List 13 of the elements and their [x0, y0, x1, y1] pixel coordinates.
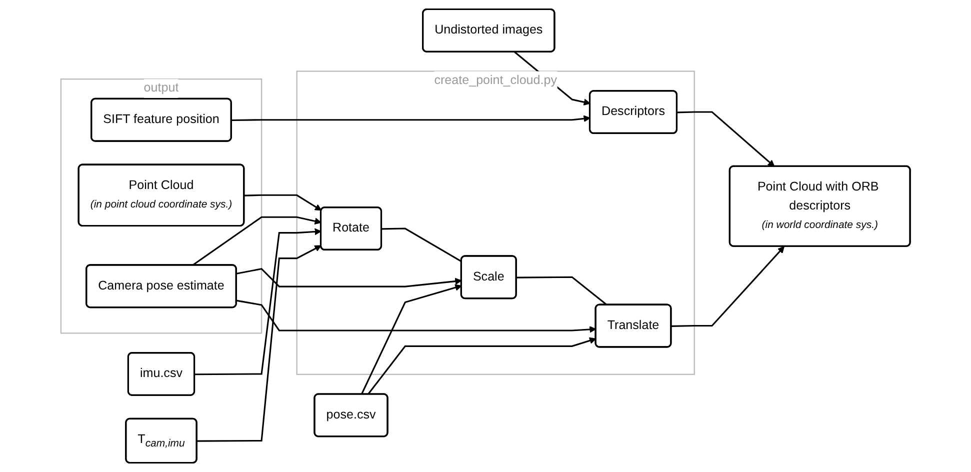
arrow [244, 194, 322, 211]
arrow [360, 284, 462, 395]
arrow [196, 245, 322, 442]
arrow [194, 228, 322, 376]
arrow [367, 337, 596, 395]
arrow [677, 111, 775, 167]
connector [516, 276, 608, 306]
arrow [192, 216, 322, 266]
arrow [236, 268, 462, 288]
connector [382, 228, 462, 262]
arrow [671, 246, 785, 327]
arrow [232, 115, 590, 122]
arrow [236, 300, 596, 333]
